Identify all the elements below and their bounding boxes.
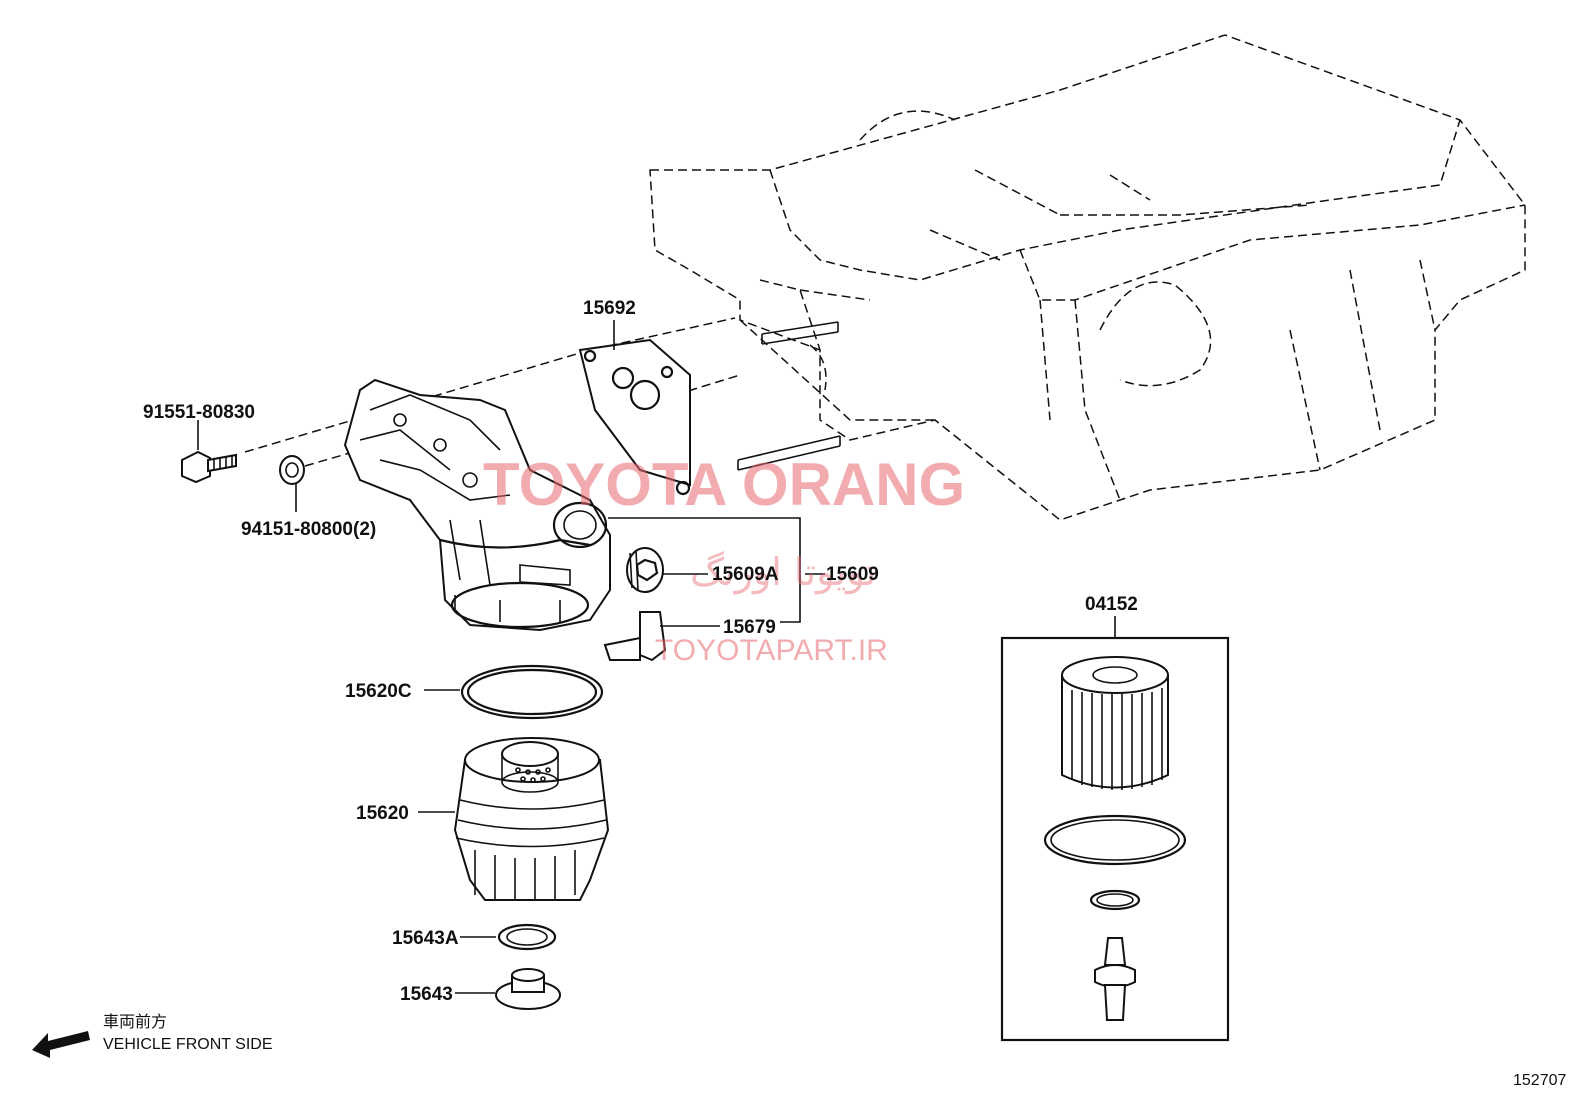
oil-pan-outline (649, 34, 1526, 521)
watermark-url: TOYOTAPART.IR (655, 634, 888, 667)
figure-number: 152707 (1513, 1072, 1566, 1089)
label-15679[interactable]: 15679 (723, 617, 776, 638)
label-15620[interactable]: 15620 (356, 803, 409, 824)
part-91551-80830-bolt[interactable] (181, 420, 237, 484)
watermark-persian: تویوتا اورنگ (690, 550, 877, 595)
part-15609-plug[interactable] (626, 547, 664, 593)
label-15692[interactable]: 15692 (583, 298, 636, 319)
label-94151-80800[interactable]: 94151-80800(2) (241, 519, 376, 540)
label-15609A[interactable]: 15609A (712, 564, 779, 585)
vehicle-front-indicator: 車両前方 VEHICLE FRONT SIDE (32, 1013, 273, 1058)
direction-english: VEHICLE FRONT SIDE (103, 1036, 273, 1053)
label-91551-80830[interactable]: 91551-80830 (143, 402, 255, 423)
part-15643-drain-plug[interactable] (455, 968, 561, 1010)
watermark: TOYOTA ORANG تویوتا اورنگ TOYOTAPART.IR (483, 451, 965, 667)
watermark-brand: TOYOTA ORANG (483, 451, 965, 518)
part-15620-filter-cap[interactable] (418, 737, 610, 901)
direction-japanese: 車両前方 (103, 1013, 167, 1031)
part-15643A-gasket[interactable] (460, 923, 557, 951)
part-15620C-o-ring[interactable] (424, 664, 604, 720)
oil-filter-bracket[interactable] (343, 378, 611, 632)
arrow-left-icon (32, 1031, 90, 1058)
label-15620C[interactable]: 15620C (345, 681, 412, 702)
part-15679-valve[interactable] (603, 611, 720, 662)
label-15609[interactable]: 15609 (826, 564, 879, 585)
label-15643[interactable]: 15643 (400, 984, 453, 1005)
label-15643A[interactable]: 15643A (392, 928, 459, 949)
part-04152-filter-kit[interactable] (1000, 616, 1230, 1042)
label-04152[interactable]: 04152 (1085, 594, 1138, 615)
part-94151-80800-nut[interactable] (279, 455, 305, 512)
callout-15609-bracket (608, 517, 825, 623)
part-labels: 15692 91551-80830 94151-80800(2) 15609A … (143, 298, 1138, 1005)
part-15692-gasket[interactable] (578, 338, 691, 496)
